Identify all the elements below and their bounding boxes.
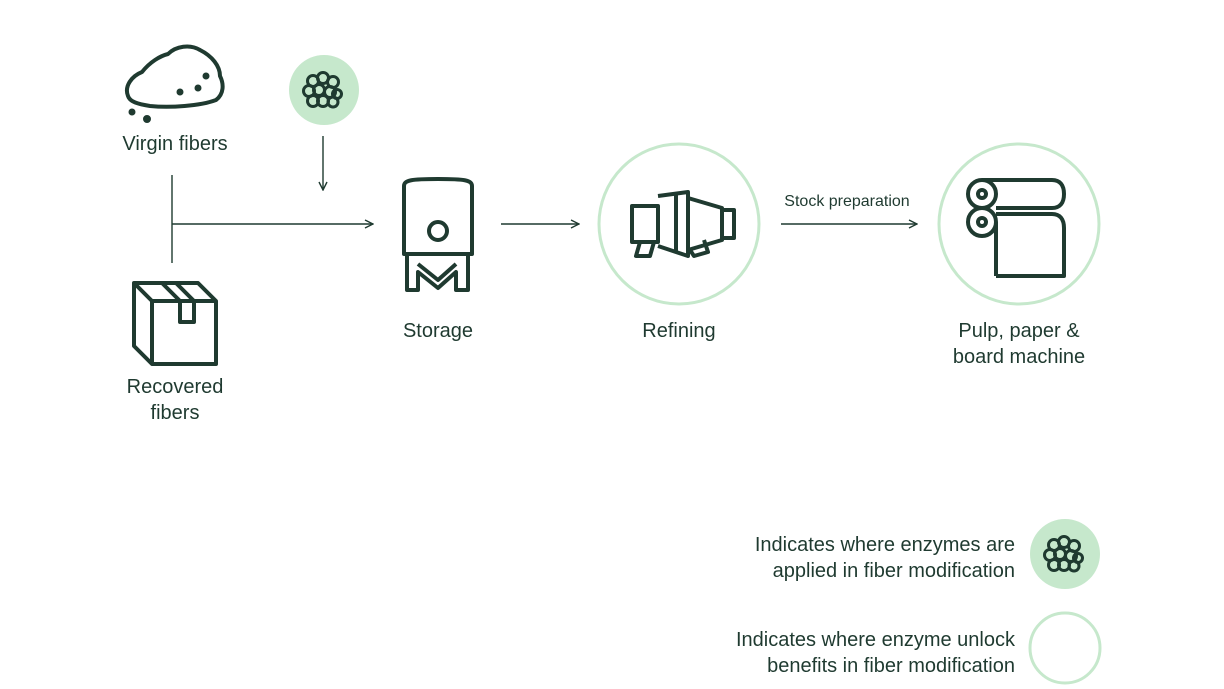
cardboard-box-icon xyxy=(132,281,218,366)
recovered-fibers-label: Recovered fibers xyxy=(100,374,250,426)
virgin-fibers-label: Virgin fibers xyxy=(122,133,228,155)
refining-label: Refining xyxy=(642,320,716,342)
fiber-pile-icon xyxy=(125,44,225,123)
paper-roll-machine-icon xyxy=(966,178,1066,278)
machine-label-line2: board machine xyxy=(952,346,1086,368)
legend-unlock-text: Indicates where enzyme unlock benefits i… xyxy=(736,627,1015,679)
refiner-machine-icon xyxy=(630,190,736,258)
legend-applied-line1: Indicates where enzymes are xyxy=(754,534,1015,556)
legend-applied-marker xyxy=(1030,519,1100,589)
recovered-fibers-label-line2: fibers xyxy=(150,402,200,424)
storage-label: Storage xyxy=(402,320,474,342)
machine-label-line1: Pulp, paper & xyxy=(958,320,1080,342)
refining-ring xyxy=(597,142,761,306)
machine-ring xyxy=(937,142,1101,306)
storage-tank-icon xyxy=(402,177,474,292)
recovered-fibers-label-line1: Recovered xyxy=(126,376,224,398)
stock-preparation-label: Stock preparation xyxy=(784,193,910,210)
legend-unlock-line1: Indicates where enzyme unlock xyxy=(735,629,1015,651)
legend-unlock-line2: benefits in fiber modification xyxy=(767,655,1015,677)
enzyme-marker xyxy=(289,55,359,125)
outline-ring-icon xyxy=(1028,611,1102,685)
legend-applied-text: Indicates where enzymes are applied in f… xyxy=(755,532,1015,584)
machine-label: Pulp, paper & board machine xyxy=(934,318,1104,370)
legend-applied-line2: applied in fiber modification xyxy=(772,560,1015,582)
